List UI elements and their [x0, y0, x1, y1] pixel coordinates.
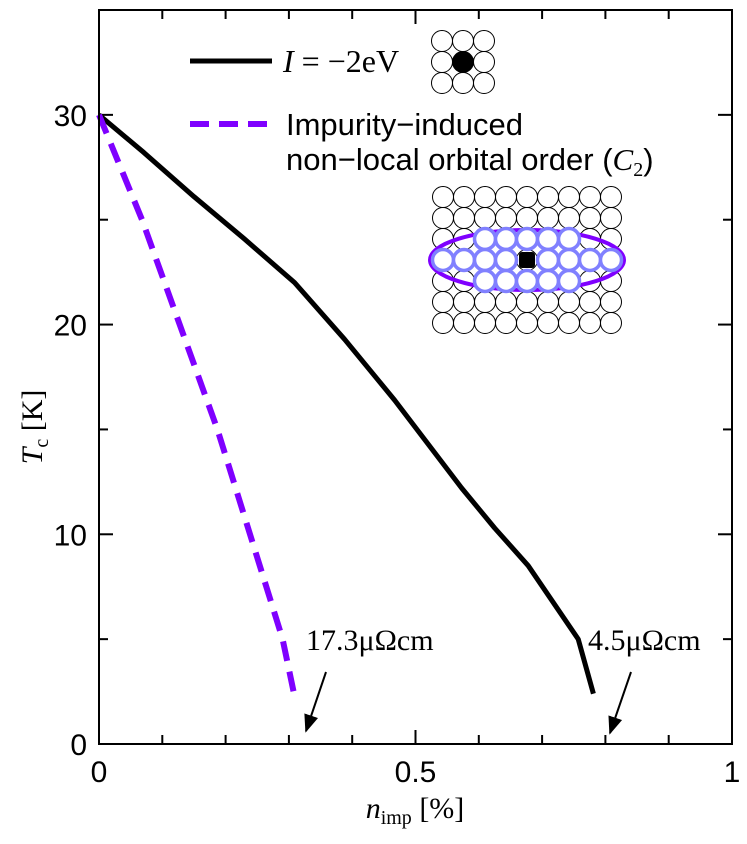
lattice-site: [579, 207, 601, 229]
lattice-site: [537, 186, 559, 208]
lattice-site: [495, 186, 517, 208]
lattice-site: [579, 312, 601, 334]
annotation-4-5: 4.5μΩcm: [588, 624, 701, 657]
lattice-site: [516, 186, 538, 208]
lattice-site: [432, 186, 454, 208]
lattice-site: [474, 291, 496, 313]
legend-label-dashed-line2: non−local orbital order (C2): [286, 142, 654, 181]
x-tick-label: 0: [91, 756, 108, 789]
lattice-site: [558, 207, 580, 229]
lattice-site: [537, 207, 559, 229]
ordered-site: [556, 268, 582, 294]
lattice-site: [558, 291, 580, 313]
ordered-site: [493, 247, 519, 273]
lattice-site: [473, 72, 495, 94]
lattice-site: [558, 312, 580, 334]
lattice-site: [600, 207, 622, 229]
lattice-site: [473, 30, 495, 52]
ordered-site: [535, 268, 561, 294]
lattice-site: [432, 312, 454, 334]
lattice-site: [495, 207, 517, 229]
annotation-arrow-17-3: [304, 671, 327, 733]
impurity-site-lattice-icon: [431, 30, 495, 94]
ordered-site: [598, 247, 624, 273]
annotation-arrow-4-5: [608, 671, 632, 735]
lattice-site: [600, 186, 622, 208]
ordered-site: [493, 226, 519, 252]
series-line-0: [97, 112, 596, 695]
legend-label-dashed-line1: Impurity−induced: [286, 107, 523, 142]
annotation-17-3: 17.3μΩcm: [306, 624, 434, 657]
lattice-site: [516, 291, 538, 313]
impurity-site: [519, 252, 535, 268]
y-tick-label: 30: [54, 100, 87, 133]
lattice-site: [600, 312, 622, 334]
lattice-site: [452, 72, 474, 94]
x-tick-label: 1: [724, 756, 741, 789]
series-line-1: [96, 113, 297, 695]
ordered-site: [451, 247, 477, 273]
lattice-site: [516, 207, 538, 229]
plot-frame: [98, 9, 733, 745]
x-axis-label: nimp [%]: [366, 792, 465, 829]
y-tick-label: 10: [54, 519, 87, 552]
y-axis-label: Tc [K]: [16, 390, 53, 465]
ordered-site: [514, 268, 540, 294]
lattice-site: [453, 186, 475, 208]
orbital-order-lattice-diagram: [428, 186, 626, 334]
ordered-site: [577, 247, 603, 273]
ordered-site: [556, 247, 582, 273]
lattice-site: [453, 291, 475, 313]
ordered-site: [556, 226, 582, 252]
lattice-site: [495, 291, 517, 313]
y-tick-label: 0: [70, 729, 87, 762]
lattice-site: [453, 207, 475, 229]
ordered-site: [430, 247, 456, 273]
lattice-site: [431, 72, 453, 94]
ordered-site: [472, 226, 498, 252]
lattice-site: [431, 51, 453, 73]
lattice-site: [600, 291, 622, 313]
lattice-site: [474, 186, 496, 208]
lattice-site: [537, 291, 559, 313]
ordered-site: [493, 268, 519, 294]
ordered-site: [472, 247, 498, 273]
lattice-site: [473, 51, 495, 73]
lattice-site: [579, 186, 601, 208]
x-tick-label: 0.5: [395, 756, 437, 789]
ordered-site: [472, 268, 498, 294]
legend-label-solid: I = −2eV: [282, 43, 399, 79]
impurity-site: [452, 51, 474, 73]
lattice-site: [432, 291, 454, 313]
lattice-site: [452, 30, 474, 52]
lattice-site: [495, 312, 517, 334]
ordered-site: [535, 247, 561, 273]
y-tick-label: 20: [54, 310, 87, 343]
lattice-site: [432, 207, 454, 229]
legend: I = −2eV Impurity−induced non−local orbi…: [190, 30, 654, 181]
lattice-site: [558, 186, 580, 208]
lattice-site: [431, 30, 453, 52]
lattice-site: [453, 312, 475, 334]
lattice-site: [579, 291, 601, 313]
ordered-site: [514, 226, 540, 252]
lattice-site: [516, 312, 538, 334]
lattice-site: [474, 207, 496, 229]
ordered-site: [535, 226, 561, 252]
lattice-site: [474, 312, 496, 334]
lattice-site: [537, 312, 559, 334]
